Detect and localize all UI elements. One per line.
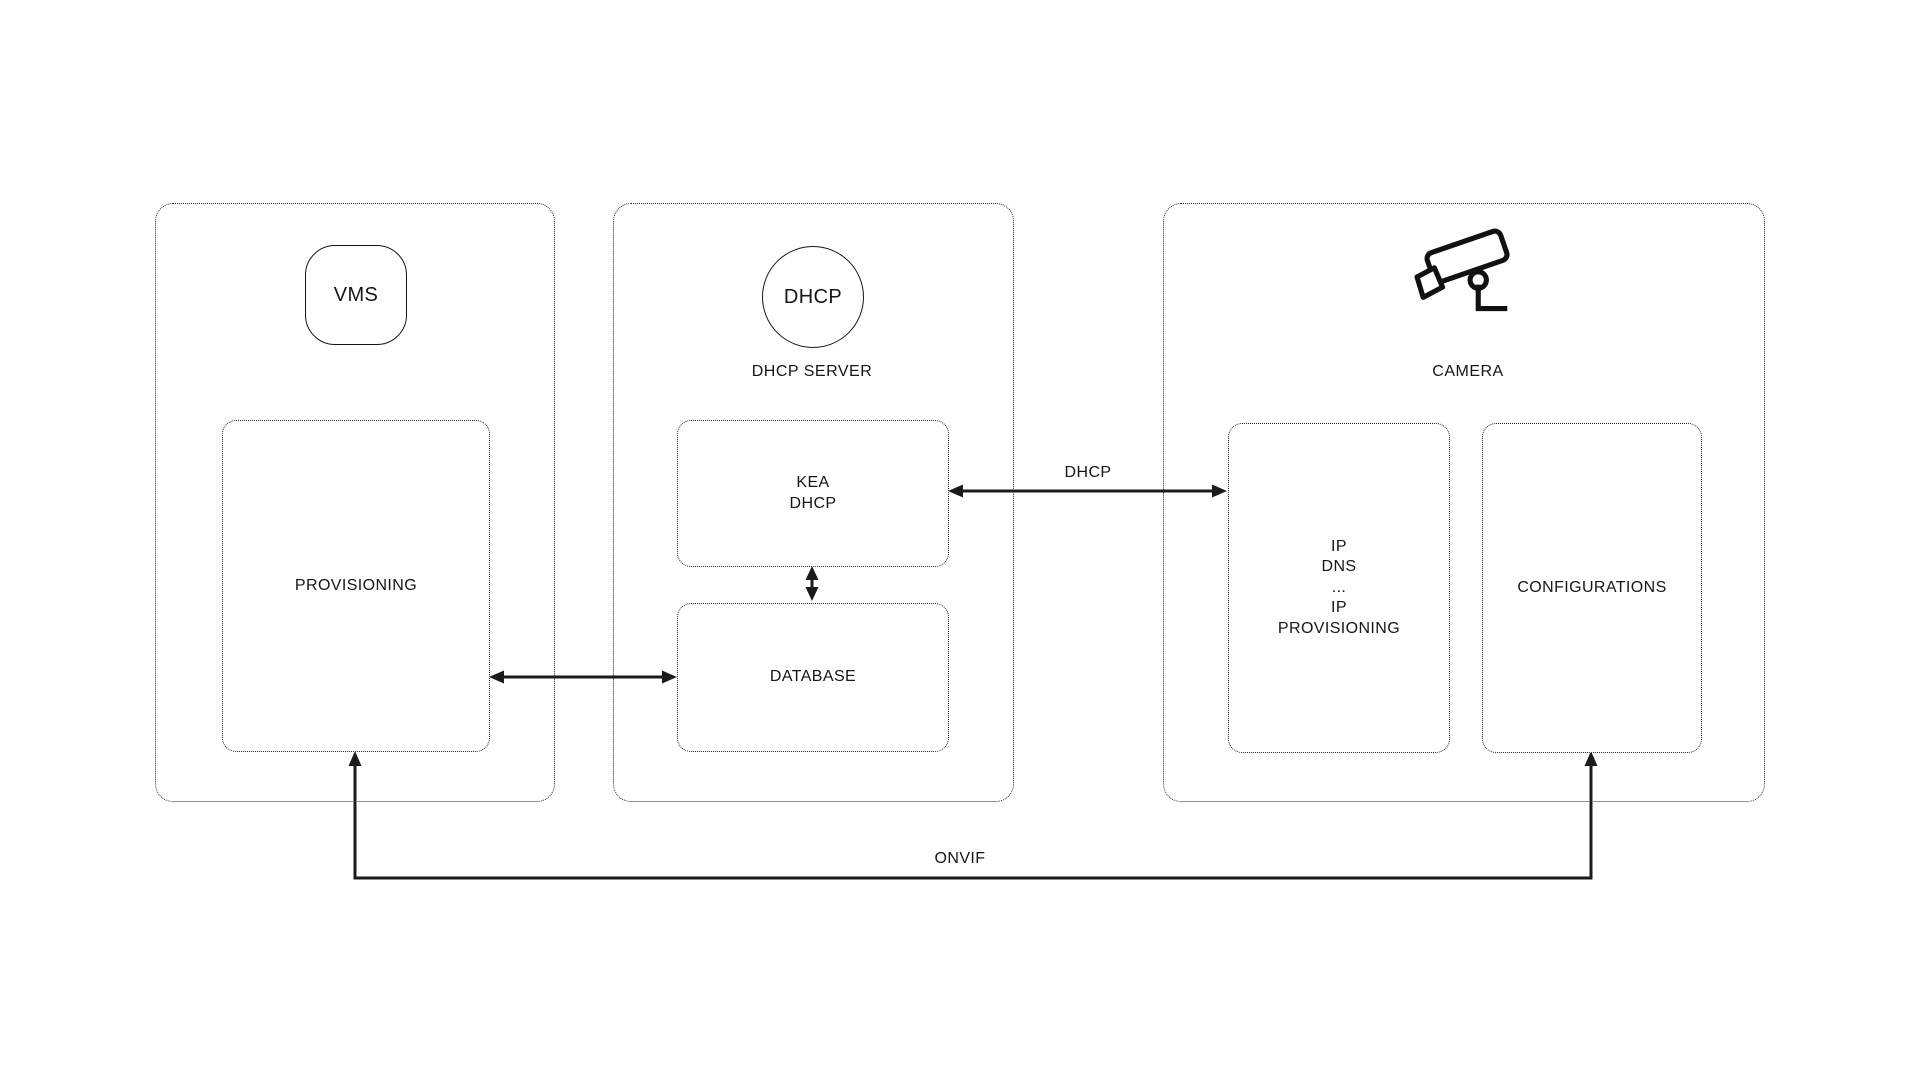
ip-node-line: PROVISIONING bbox=[1277, 619, 1401, 637]
dhcp-badge: DHCP bbox=[762, 246, 864, 348]
kea-node-line: DHCP bbox=[789, 494, 837, 512]
dhcp-server-section-container bbox=[613, 203, 1014, 802]
vms-section-container bbox=[155, 203, 555, 802]
dhcp-server-caption: DHCP SERVER bbox=[751, 363, 873, 380]
onvif-connection-label: ONVIF bbox=[934, 850, 986, 867]
provisioning-label: PROVISIONING bbox=[294, 576, 418, 594]
ip-node-line: IP bbox=[1331, 537, 1347, 555]
kea-dhcp-node: KEA DHCP bbox=[677, 420, 949, 567]
database-label: DATABASE bbox=[769, 668, 857, 686]
configurations-label: CONFIGURATIONS bbox=[1517, 578, 1667, 596]
ip-provisioning-node: IP DNS ... IP PROVISIONING bbox=[1228, 423, 1450, 753]
vms-badge: VMS bbox=[305, 245, 407, 345]
ip-node-line: ... bbox=[1331, 578, 1347, 596]
camera-caption: CAMERA bbox=[1432, 363, 1504, 380]
dhcp-connection-label: DHCP bbox=[1064, 464, 1112, 481]
provisioning-node: PROVISIONING bbox=[222, 420, 490, 752]
ip-node-line: IP bbox=[1331, 599, 1347, 617]
ip-node-line: DNS bbox=[1321, 558, 1357, 576]
cctv-camera-icon bbox=[1414, 228, 1510, 312]
configurations-node: CONFIGURATIONS bbox=[1482, 423, 1702, 753]
database-node: DATABASE bbox=[677, 603, 949, 752]
vms-badge-label: VMS bbox=[333, 283, 379, 306]
camera-section-container bbox=[1163, 203, 1765, 802]
dhcp-badge-label: DHCP bbox=[783, 285, 843, 308]
kea-node-line: KEA bbox=[796, 473, 830, 491]
